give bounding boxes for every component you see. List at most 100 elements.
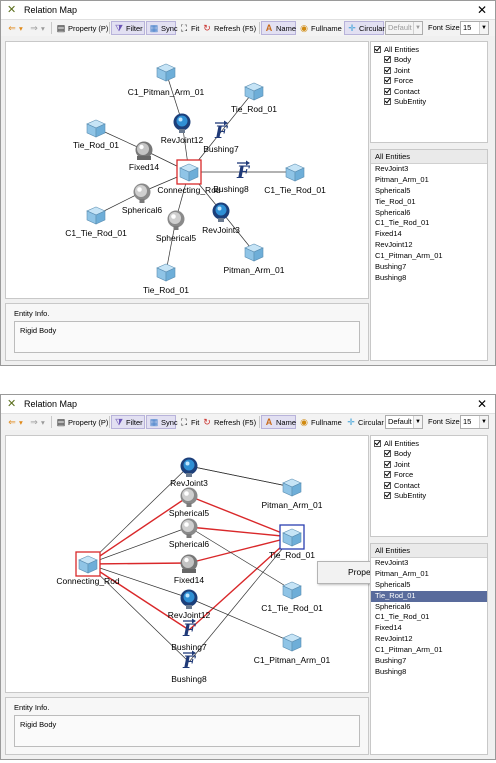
graph-node[interactable]: Fixed14 — [129, 141, 160, 173]
refresh-button[interactable]: ↻Refresh (F5) — [200, 415, 256, 429]
checkbox[interactable] — [384, 66, 391, 74]
graph-node[interactable]: Spherical5 — [169, 487, 209, 519]
graph-node[interactable]: Spherical6 — [122, 183, 162, 216]
list-item[interactable]: Spherical6 — [375, 207, 411, 217]
list-item[interactable]: Spherical5 — [375, 579, 411, 589]
checkbox[interactable] — [384, 471, 391, 479]
close-button[interactable]: ✕ — [476, 3, 487, 17]
list-item[interactable]: Pitman_Arm_01 — [375, 568, 429, 578]
tree-item-contact[interactable]: Contact — [374, 87, 484, 97]
graph-node[interactable]: RevJoint3 — [202, 202, 240, 236]
list-item[interactable]: RevJoint3 — [375, 164, 409, 173]
list-item[interactable]: RevJoint12 — [375, 634, 413, 644]
forward-button[interactable]: ⇒▾ — [30, 23, 45, 33]
forward-button[interactable]: ⇒▾ — [30, 417, 45, 427]
list-item[interactable]: Bushing7 — [375, 656, 407, 666]
list-item[interactable]: Bushing7 — [375, 262, 407, 272]
list-item[interactable]: Tie_Rod_01 — [375, 196, 416, 206]
filter-button[interactable]: ⧩Filter — [111, 415, 145, 429]
checkbox[interactable] — [374, 440, 381, 447]
graph-node[interactable]: Connecting_Rod — [157, 159, 221, 195]
graph-node[interactable]: RevJoint12 — [168, 589, 211, 621]
list-item[interactable]: Bushing8 — [375, 272, 407, 282]
graph-node[interactable]: C1_Tie_Rod_01 — [264, 163, 326, 195]
sync-button[interactable]: ▦Sync — [146, 21, 178, 35]
graph-node[interactable]: Pitman_Arm_01 — [224, 243, 285, 275]
graph-node[interactable]: Connecting_Rod — [56, 551, 120, 586]
fit-button[interactable]: ⛶Fit — [177, 21, 200, 35]
graph-node[interactable]: RevJoint12 — [161, 113, 204, 146]
property-button[interactable]: ▤Property (P) — [54, 21, 109, 35]
checkbox[interactable] — [384, 97, 391, 105]
circular-button[interactable]: ✛Circular — [344, 415, 384, 429]
tree-item-contact[interactable]: Contact — [374, 481, 484, 491]
graph-node[interactable]: Spherical6 — [169, 518, 209, 550]
list-item[interactable]: Spherical5 — [375, 185, 411, 195]
tree-item-body[interactable]: Body — [374, 55, 484, 65]
checkbox[interactable] — [384, 87, 391, 95]
list-item[interactable]: C1_Tie_Rod_01 — [375, 612, 430, 622]
list-item[interactable]: C1_Tie_Rod_01 — [375, 218, 430, 228]
fullname-button[interactable]: ◉Fullname — [297, 415, 342, 429]
back-button[interactable]: ⇐▾ — [8, 23, 23, 33]
list-item[interactable]: Fixed14 — [375, 229, 402, 239]
list-item[interactable]: C1_Pitman_Arm_01 — [375, 645, 443, 655]
close-button[interactable]: ✕ — [476, 397, 487, 411]
tree-item-all-entities[interactable]: All Entities — [374, 45, 484, 55]
fit-button[interactable]: ⛶Fit — [177, 415, 200, 429]
tree-item-subentity[interactable]: SubEntity — [374, 491, 484, 501]
graph-node[interactable]: Pitman_Arm_01 — [262, 478, 323, 510]
graph-node[interactable]: C1_Tie_Rod_01 — [65, 206, 127, 238]
list-item[interactable]: RevJoint12 — [375, 240, 413, 250]
checkbox[interactable] — [384, 491, 391, 499]
tree-item-force[interactable]: Force — [374, 470, 484, 480]
layout-select[interactable]: Default▼ — [385, 415, 423, 429]
sync-button[interactable]: ▦Sync — [146, 415, 178, 429]
property-button[interactable]: ▤Property (P) — [54, 415, 109, 429]
layout-select[interactable]: Default▼ — [385, 21, 423, 35]
graph-node[interactable]: Tie_Rod_01 — [269, 524, 315, 560]
back-button[interactable]: ⇐▾ — [8, 417, 23, 427]
tree-item-force[interactable]: Force — [374, 76, 484, 86]
font-size-select[interactable]: 15▼ — [460, 415, 489, 429]
graph-node[interactable]: Tie_Rod_01 — [143, 263, 189, 295]
list-item[interactable]: Bushing8 — [375, 666, 407, 676]
tree-item-body[interactable]: Body — [374, 449, 484, 459]
tree-item-joint[interactable]: Joint — [374, 460, 484, 470]
font-size-select[interactable]: 15▼ — [460, 21, 489, 35]
graph-node[interactable]: Fixed14 — [174, 554, 205, 586]
tree-item-all-entities[interactable]: All Entities — [374, 439, 484, 449]
relation-graph[interactable]: C1_Pitman_Arm_01RevJoint12Tie_Rod_01FBus… — [6, 42, 368, 298]
list-item[interactable]: Spherical6 — [375, 601, 411, 611]
graph-node[interactable]: Spherical5 — [156, 210, 196, 244]
list-item[interactable]: Pitman_Arm_01 — [375, 174, 429, 184]
checkbox[interactable] — [384, 450, 391, 458]
checkbox[interactable] — [374, 46, 381, 53]
graph-node[interactable]: RevJoint3 — [170, 457, 208, 489]
checkbox[interactable] — [384, 56, 391, 64]
checkbox[interactable] — [384, 481, 391, 489]
list-item[interactable]: Fixed14 — [375, 623, 402, 633]
list-item-selected[interactable]: Tie_Rod_01 — [371, 590, 487, 602]
graph-node[interactable]: C1_Pitman_Arm_01 — [128, 63, 205, 97]
refresh-button[interactable]: ↻Refresh (F5) — [200, 21, 256, 35]
fullname-button[interactable]: ◉Fullname — [297, 21, 342, 35]
tree-item-subentity[interactable]: SubEntity — [374, 97, 484, 107]
circular-button[interactable]: ✛Circular — [344, 21, 385, 35]
graph-node[interactable]: Tie_Rod_01 — [231, 82, 277, 114]
checkbox[interactable] — [384, 460, 391, 468]
filter-button[interactable]: ⧩Filter — [111, 21, 145, 35]
list-item[interactable]: C1_Pitman_Arm_01 — [375, 251, 443, 261]
graph-node[interactable]: C1_Pitman_Arm_01 — [254, 633, 331, 665]
graph-node[interactable]: Tie_Rod_01 — [73, 119, 119, 150]
graph-node[interactable]: C1_Tie_Rod_01 — [261, 581, 323, 613]
